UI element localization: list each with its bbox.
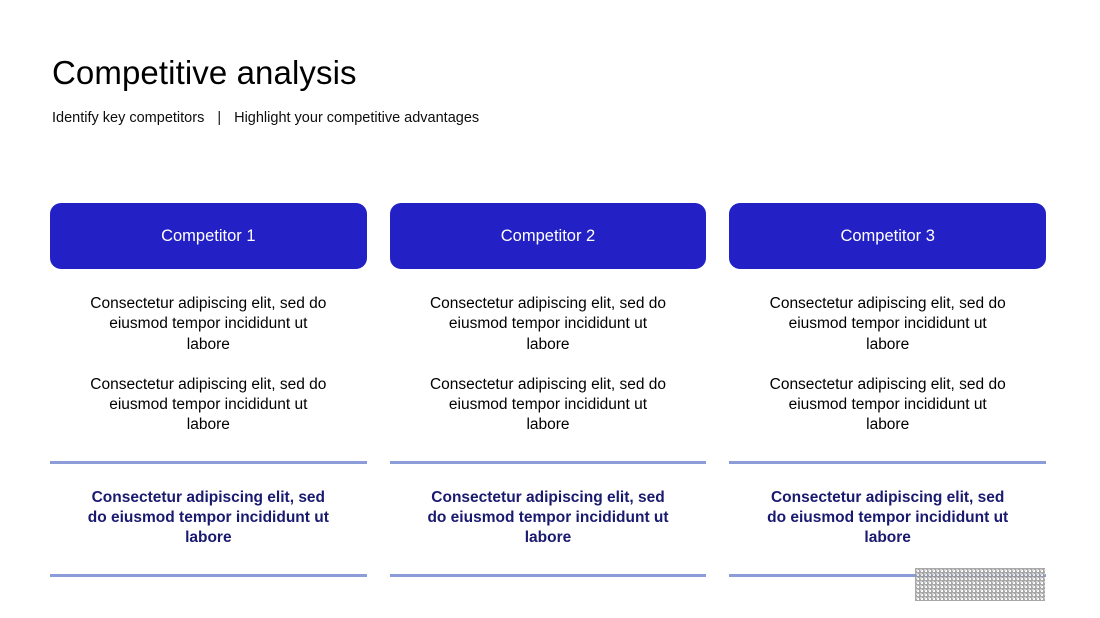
competitor-3-divider-bottom <box>729 573 1047 577</box>
competitor-1-divider-bottom <box>50 573 367 577</box>
competitor-3-header-label: Competitor 3 <box>840 227 935 245</box>
competitor-2-highlight: Consectetur adipiscing elit, sed do eius… <box>427 488 669 547</box>
page-title: Competitive analysis <box>52 54 357 91</box>
competitor-2-header-label: Competitor 2 <box>500 227 596 245</box>
competitor-1-divider-top <box>50 460 367 464</box>
competitor-1-paragraph-2: Consectetur adipiscing elit, sed do eius… <box>90 375 327 434</box>
competitor-3-paragraph-2: Consectetur adipiscing elit, sed do eius… <box>769 375 1006 434</box>
competitor-2-divider-bottom <box>389 573 707 577</box>
competitor-2-header[interactable]: Competitor 2 <box>389 203 707 269</box>
competitor-3-divider-top <box>729 460 1047 464</box>
competitor-1-header[interactable]: Competitor 1 <box>50 203 367 269</box>
slide-header: Competitive analysis Identify key compet… <box>52 52 1032 128</box>
competitor-column-2: Competitor 2 Consectetur adipiscing elit… <box>389 203 707 577</box>
competitor-2-paragraph-2: Consectetur adipiscing elit, sed do eius… <box>429 375 667 434</box>
competitor-column-3: Competitor 3 Consectetur adipiscing elit… <box>729 203 1047 577</box>
competitor-1-highlight: Consectetur adipiscing elit, sed do eius… <box>87 488 329 547</box>
competitor-3-highlight: Consectetur adipiscing elit, sed do eius… <box>767 488 1009 547</box>
subtitle-left-text: Identify key competitors <box>52 110 205 126</box>
competitor-1-header-label: Competitor 1 <box>161 227 256 245</box>
competitor-3-body: Consectetur adipiscing elit, sed do eius… <box>729 269 1046 436</box>
competitor-2-paragraph-1: Consectetur adipiscing elit, sed do eius… <box>429 295 667 353</box>
competitor-column-1: Competitor 1 Consectetur adipiscing elit… <box>50 203 367 577</box>
dot-grid-ornament-icon <box>915 568 1045 601</box>
competitor-2-body: Consectetur adipiscing elit, sed do eius… <box>390 269 707 436</box>
competitor-3-paragraph-1: Consectetur adipiscing elit, sed do eius… <box>769 295 1006 353</box>
competitor-3-header[interactable]: Competitor 3 <box>729 203 1047 269</box>
competitor-1-paragraph-1: Consectetur adipiscing elit, sed do eius… <box>90 295 327 353</box>
competitor-2-divider-top <box>389 460 707 464</box>
subtitle-right-text: Highlight your competitive advantages <box>234 110 480 126</box>
competitor-1-body: Consectetur adipiscing elit, sed do eius… <box>50 269 367 436</box>
subtitle-separator: | <box>217 110 222 126</box>
competitor-columns: Competitor 1 Consectetur adipiscing elit… <box>50 203 1047 577</box>
slide-subtitle: Identify key competitors | Highlight your … <box>52 108 1032 128</box>
